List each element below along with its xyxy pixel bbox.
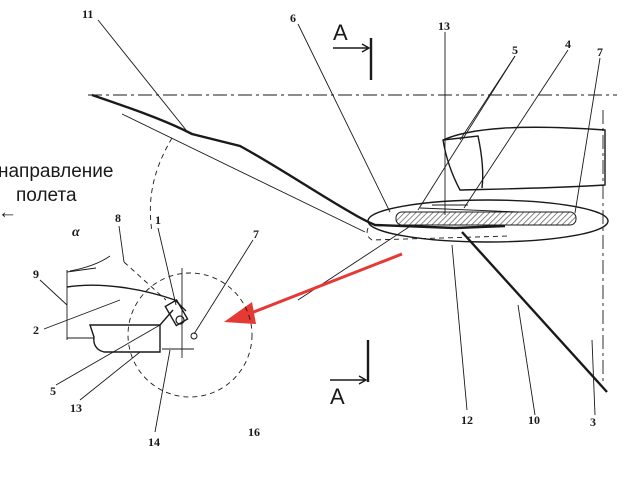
- leader-4: [463, 49, 569, 209]
- label-8: 8: [115, 211, 121, 225]
- label-13-left: 13: [70, 401, 82, 415]
- inner-strip: [419, 207, 521, 213]
- leader-10: [517, 304, 536, 416]
- label-3: 3: [590, 415, 596, 429]
- nacelle-ellipse: [367, 199, 609, 243]
- leader-1: [157, 227, 177, 306]
- leader-11: [97, 19, 187, 131]
- direction-text-line2: полета: [16, 185, 77, 206]
- leader-7-left: [193, 239, 254, 335]
- detail-tip: [190, 332, 198, 340]
- label-12: 12: [461, 413, 473, 427]
- detail-ref-8: [123, 261, 167, 301]
- lower-wing-line: [461, 231, 608, 393]
- engine-inlet-face: [442, 135, 484, 189]
- label-16: 16: [248, 425, 260, 439]
- alpha-arc: [69, 255, 111, 272]
- inner-contour: [121, 113, 366, 233]
- detail-circle: [127, 272, 253, 398]
- red-arrow-shaft: [245, 252, 403, 317]
- red-arrow-head: [224, 302, 256, 324]
- leader-12: [451, 244, 468, 411]
- section-label-top: A: [333, 20, 348, 45]
- fuselage-contour: [91, 93, 506, 230]
- leader-2: [43, 299, 121, 330]
- engine-body: [442, 126, 606, 191]
- label-14: 14: [148, 435, 160, 449]
- label-4: 4: [565, 37, 571, 51]
- leader-7-top: [574, 57, 601, 214]
- section-label-bottom: A: [330, 384, 345, 409]
- leader-5b: [459, 55, 516, 141]
- leader-8: [118, 225, 125, 263]
- section-arrow-top: [333, 43, 371, 53]
- direction-text-line1: направление: [0, 161, 113, 182]
- leader-14: [154, 349, 171, 433]
- label-2: 2: [33, 323, 39, 337]
- leader-3: [591, 339, 596, 416]
- detail-body-lower: [89, 324, 161, 353]
- label-7-left: 7: [253, 227, 259, 241]
- label-9: 9: [33, 267, 39, 281]
- sweep-angle-arc: [149, 137, 173, 233]
- section-arrow-bottom: [330, 375, 368, 385]
- leader-13-left: [79, 351, 141, 401]
- label-10: 10: [528, 413, 540, 427]
- label-5-top: 5: [512, 43, 518, 57]
- detail-pivot: [175, 315, 185, 325]
- angle-alpha: α: [72, 225, 80, 240]
- label-7-top: 7: [597, 45, 603, 59]
- label-13-top: 13: [438, 19, 450, 33]
- direction-arrow-icon: ←: [0, 202, 17, 223]
- label-11: 11: [82, 7, 93, 21]
- label-5-left: 5: [50, 384, 56, 398]
- label-6: 6: [290, 11, 296, 25]
- leader-6: [297, 23, 391, 213]
- detail-airfoil-upper: [66, 284, 187, 312]
- label-1: 1: [155, 213, 161, 227]
- dashed-inlet: [366, 227, 511, 241]
- leader-5-left: [55, 324, 161, 386]
- leader-5a: [417, 55, 516, 211]
- detail-body-edge: [159, 309, 174, 326]
- alpha-leader: [66, 267, 97, 273]
- leader-9: [39, 279, 68, 306]
- hatched-element: [395, 211, 577, 226]
